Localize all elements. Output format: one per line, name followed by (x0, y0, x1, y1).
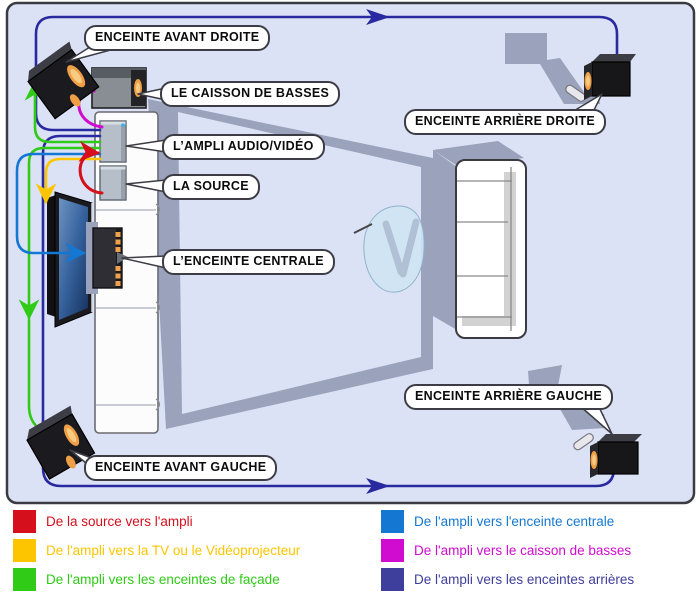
wire-front-right (24, 79, 102, 144)
legend-swatch-yellow (13, 538, 36, 562)
rear-right-speaker-driver-center (586, 75, 590, 87)
label-front-left-speaker: ENCEINTE AVANT GAUCHE (84, 455, 278, 481)
legend-item: De l'ampli vers les enceintes de façade (13, 567, 300, 591)
rear-left-speaker-driver-center (592, 454, 596, 466)
legend-label: De l'ampli vers la TV ou le Vidéoproject… (46, 542, 301, 558)
wire-rear-left (41, 134, 616, 488)
legend-label: De l'ampli vers l'enceinte centrale (414, 513, 615, 529)
subwoofer-top (92, 68, 146, 78)
front-right-speaker-top (28, 41, 72, 82)
legend-swatch-navy (381, 567, 404, 591)
label-center-speaker: L’ENCEINTE CENTRALE (162, 249, 335, 275)
label-amplifier: L’AMPLI AUDIO/VIDÉO (162, 134, 325, 160)
label-rear-left-speaker: ENCEINTE ARRIÈRE GAUCHE (404, 384, 614, 410)
wire-front-left-a (18, 146, 102, 321)
front-left-speaker-driver-2 (65, 455, 76, 469)
cabinet-hooks (155, 203, 161, 411)
legend-item: De la source vers l'ampli (13, 509, 300, 533)
subwoofer-driver-center (136, 82, 140, 94)
front-left-speaker-top (26, 405, 73, 441)
listener-antenna (353, 223, 373, 234)
sofa (455, 159, 527, 339)
rear-right-speaker-shadow (505, 33, 600, 104)
wire-center (15, 152, 102, 264)
rear-left-speaker-top (598, 434, 642, 442)
front-right-speaker (27, 41, 100, 120)
wire-rear-right (34, 15, 619, 132)
legend-label: De la source vers l'ampli (46, 513, 193, 529)
label-front-right-speaker: ENCEINTE AVANT DROITE (84, 25, 271, 51)
label-rear-right-speaker: ENCEINTE ARRIÈRE DROITE (404, 109, 607, 135)
legend-label: De l'ampli vers les enceintes arrières (414, 571, 635, 587)
legend-left-column: De la source vers l'ampli De l'ampli ver… (13, 509, 300, 596)
sofa-backrest-shade (504, 172, 516, 320)
amplifier-top (100, 121, 126, 125)
sofa-shadow-left (433, 150, 457, 330)
listener-mark (382, 218, 420, 278)
legend-item: De l'ampli vers la TV ou le Vidéoproject… (13, 538, 300, 562)
wire-tv (35, 157, 102, 205)
source-side (121, 167, 126, 199)
rear-left-speaker-bracket (573, 433, 594, 451)
legend-swatch-green (13, 567, 36, 591)
amplifier-side (121, 122, 126, 161)
legend-swatch-blue (381, 509, 404, 533)
front-left-speaker (26, 405, 96, 480)
amplifier-box (99, 120, 127, 163)
label-subwoofer: LE CAISSON DE BASSES (160, 81, 341, 107)
legend-right-column: De l'ampli vers l'enceinte centrale De l… (381, 509, 634, 596)
sofa-seams (457, 167, 512, 331)
legend-label: De l'ampli vers les enceintes de façade (46, 571, 280, 587)
tv (47, 191, 93, 328)
legend-swatch-red (13, 509, 36, 533)
listener (353, 205, 425, 293)
sofa-bottom-shade (462, 316, 516, 326)
viewing-cone (148, 99, 433, 429)
center-speaker-terminals (115, 232, 121, 286)
front-right-speaker-driver-center (70, 69, 82, 84)
rear-right-speaker (565, 54, 636, 102)
wire-source-amp (78, 141, 104, 195)
front-right-speaker-driver-2 (69, 94, 81, 107)
subwoofer-box (91, 67, 147, 109)
rear-wire-arrow-top (366, 9, 390, 25)
legend-item: De l'ampli vers l'enceinte centrale (381, 509, 634, 533)
rear-left-speaker (573, 433, 642, 478)
shadows (433, 33, 606, 430)
legend-item: De l'ampli vers le caisson de basses (381, 538, 634, 562)
legend-label: De l'ampli vers le caisson de basses (414, 542, 632, 558)
center-speaker (86, 222, 128, 294)
tv-screen (59, 198, 88, 320)
label-source: LA SOURCE (162, 174, 260, 200)
cabinet-shelves (96, 209, 156, 406)
wiring (15, 9, 619, 494)
legend-swatch-magenta (381, 538, 404, 562)
rear-right-speaker-top (592, 54, 636, 62)
amplifier-led (121, 123, 125, 127)
rear-wire-arrow-bottom (366, 478, 390, 494)
source-top (100, 166, 126, 170)
legend-item: De l'ampli vers les enceintes arrières (381, 567, 634, 591)
source-box (99, 165, 127, 201)
front-left-speaker-driver-center (66, 428, 77, 443)
